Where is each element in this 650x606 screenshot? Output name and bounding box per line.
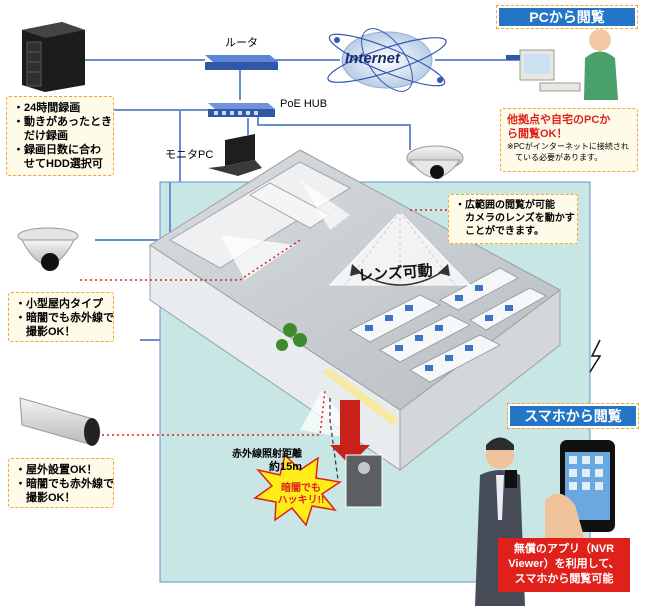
monitor-pc-laptop-icon — [208, 134, 262, 176]
ir-range-label: 赤外線照射距離 約15m — [232, 449, 302, 473]
nvr-features-note: ・24時間録画 ・動きがあったとき だけ録画 ・録画日数に合わ せてHDD選択可 — [6, 96, 114, 176]
dark-burst-shape — [253, 453, 342, 527]
wireless-signal-icon — [589, 339, 602, 373]
indoor-camera-note: ・小型屋内タイプ ・暗闇でも赤外線で 撮影OK！ — [8, 292, 114, 342]
dark-burst-text: 暗闇でも ハッキリ!! — [277, 483, 325, 506]
indoor-dome-camera-icon — [17, 227, 79, 271]
smartphone-view-note: 無償のアプリ（NVR Viewer）を利用して、 スマホから閲覧可能 — [498, 538, 630, 592]
pc-station-icon — [506, 29, 618, 100]
ptz-camera-note: ・広範囲の閲覧が可能 カメラのレンズを動かす ことができます。 — [448, 194, 578, 244]
outdoor-bullet-camera-icon — [19, 397, 100, 446]
smartphone-view-title: スマホから閲覧 — [507, 403, 639, 429]
smartphone-screen-icon — [545, 440, 615, 545]
internet-globe-icon — [327, 28, 447, 92]
pc-view-note: 他拠点や自宅のPCか ら閲覧OK！ ※PCがインターネットに接続され ている必要… — [500, 108, 638, 172]
pc-view-title: PCから閲覧 — [496, 5, 638, 29]
router-label: ルータ — [225, 37, 258, 49]
nvr-recorder-icon — [22, 22, 85, 92]
outdoor-camera-note: ・屋外設置OK！ ・暗闇でも赤外線で 撮影OK！ — [8, 458, 114, 508]
internet-label: Internet — [345, 50, 401, 67]
poe-hub-label: PoE HUB — [280, 98, 328, 110]
monitor-pc-label: モニタPC — [165, 149, 214, 161]
plants — [276, 323, 307, 351]
desk-monitors — [365, 285, 513, 371]
router-icon — [205, 55, 278, 70]
ptz-dome-camera-icon — [406, 145, 464, 179]
camera-callout-lines — [80, 209, 450, 436]
poe-hub-icon — [208, 103, 275, 117]
